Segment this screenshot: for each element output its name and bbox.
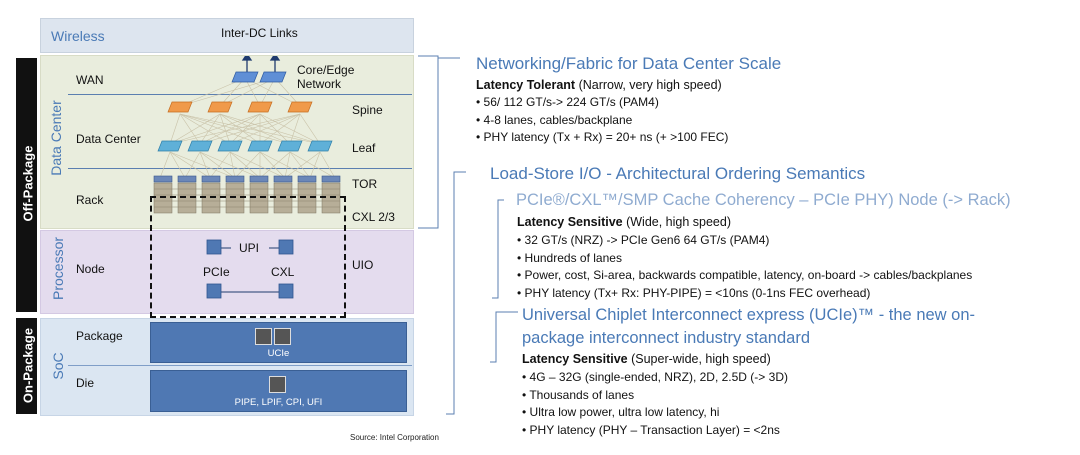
processor-band bbox=[40, 230, 414, 314]
tor-switches bbox=[153, 175, 341, 183]
uplink-arrows bbox=[241, 56, 281, 72]
soc-band-label: SoC bbox=[50, 352, 66, 380]
load-store-title: Load-Store I/O - Architectural Ordering … bbox=[490, 164, 866, 183]
section-brackets bbox=[418, 55, 518, 415]
data-center-band-label: Data Center bbox=[48, 100, 64, 176]
ucie-title-line2: package interconnect industry standard bbox=[522, 329, 811, 347]
dc-separator bbox=[68, 168, 412, 169]
chiplet-icon-right bbox=[274, 328, 291, 345]
data-center-label: Data Center bbox=[76, 132, 141, 146]
ucie-bullets: 4G – 32G (single-ended, NRZ), 2D, 2.5D (… bbox=[522, 369, 788, 439]
list-item: Thousands of lanes bbox=[522, 387, 788, 405]
cxl23-label: CXL 2/3 bbox=[352, 210, 395, 224]
list-item: Power, cost, Si-area, backwards compatib… bbox=[517, 267, 973, 285]
network-topology-graphic bbox=[153, 56, 341, 214]
pipe-bar-label: PIPE, LPIF, CPI, UFI bbox=[234, 397, 323, 408]
pcie-cxl-title: PCIe®/CXL™/SMP Cache Coherency – PCIe PH… bbox=[516, 191, 1011, 209]
rack-slots bbox=[154, 188, 340, 208]
list-item: Hundreds of lanes bbox=[517, 250, 972, 268]
package-label: Package bbox=[76, 329, 123, 343]
ucie-latency-bold: Latency Sensitive bbox=[522, 352, 628, 366]
chiplet-icon-left bbox=[255, 328, 272, 345]
list-item: PHY latency (Tx+ Rx: PHY-PIPE) = <10ns (… bbox=[517, 285, 972, 303]
inter-dc-label: Inter-DC Links bbox=[221, 26, 298, 40]
processor-band-label: Processor bbox=[50, 236, 66, 300]
networking-latency-rest: (Narrow, very high speed) bbox=[575, 78, 722, 92]
node-label: Node bbox=[76, 262, 105, 276]
uio-label: UIO bbox=[352, 258, 374, 272]
list-item: 4-8 lanes, cables/backplane bbox=[476, 112, 728, 130]
pcie-latency: Latency Sensitive (Wide, high speed) bbox=[517, 215, 731, 229]
wireless-label: Wireless bbox=[51, 28, 105, 44]
ucie-package-bar: UCIe bbox=[150, 322, 407, 363]
rack-label: Rack bbox=[76, 193, 104, 207]
wan-label: WAN bbox=[76, 73, 104, 87]
list-item: 56/ 112 GT/s-> 224 GT/s (PAM4) bbox=[476, 94, 728, 112]
pipe-die-bar: PIPE, LPIF, CPI, UFI bbox=[150, 370, 407, 412]
pcie-label: PCIe bbox=[203, 265, 230, 279]
tor-label: TOR bbox=[352, 177, 378, 191]
ucie-bar-label: UCIe bbox=[267, 348, 290, 359]
leaf-switches bbox=[157, 140, 333, 152]
node-sockets bbox=[206, 239, 294, 299]
cxl-label: CXL bbox=[271, 265, 295, 279]
ucie-latency: Latency Sensitive (Super-wide, high spee… bbox=[522, 352, 771, 366]
networking-bullets: 56/ 112 GT/s-> 224 GT/s (PAM4) 4-8 lanes… bbox=[476, 94, 729, 147]
server-racks bbox=[153, 182, 341, 214]
die-chip-icon bbox=[269, 376, 286, 393]
pcie-latency-bold: Latency Sensitive bbox=[517, 215, 623, 229]
cxl-dashed-boundary bbox=[150, 196, 346, 318]
list-item: 32 GT/s (NRZ) -> PCIe Gen6 64 GT/s (PAM4… bbox=[517, 232, 972, 250]
ucie-title-line1: Universal Chiplet Interconnect express (… bbox=[522, 306, 976, 324]
list-item: PHY latency (Tx + Rx) = 20+ ns (+ >100 F… bbox=[476, 129, 729, 147]
pcie-latency-rest: (Wide, high speed) bbox=[622, 215, 731, 229]
networking-latency-bold: Latency Tolerant bbox=[476, 78, 576, 92]
on-package-label: On-Package bbox=[20, 327, 36, 404]
leaf-label: Leaf bbox=[352, 141, 376, 155]
soc-separator bbox=[68, 365, 412, 366]
core-switches bbox=[231, 71, 287, 83]
list-item: 4G – 32G (single-ended, NRZ), 2D, 2.5D (… bbox=[522, 369, 788, 387]
wireless-band: Wireless Inter-DC Links bbox=[40, 18, 414, 53]
list-item: Ultra low power, ultra low latency, hi bbox=[522, 404, 788, 422]
off-package-bar: Off-Package bbox=[16, 58, 37, 312]
core-edge-label: Core/Edge Network bbox=[297, 63, 355, 91]
upi-label: UPI bbox=[239, 241, 260, 255]
mesh-lines bbox=[159, 77, 336, 179]
pcie-bullets: 32 GT/s (NRZ) -> PCIe Gen6 64 GT/s (PAM4… bbox=[517, 232, 973, 303]
node-links bbox=[221, 247, 279, 293]
source-caption: Source: Intel Corporation bbox=[350, 433, 439, 442]
spine-switches bbox=[167, 101, 313, 113]
processor-node-graphic bbox=[206, 239, 294, 299]
networking-title: Networking/Fabric for Data Center Scale bbox=[476, 54, 782, 73]
spine-label: Spine bbox=[352, 103, 383, 117]
on-package-bar: On-Package bbox=[16, 318, 37, 414]
off-package-label: Off-Package bbox=[20, 145, 36, 222]
wan-separator bbox=[68, 94, 412, 95]
die-label: Die bbox=[76, 376, 95, 390]
ucie-latency-rest: (Super-wide, high speed) bbox=[627, 352, 771, 366]
list-item: PHY latency (PHY – Transaction Layer) = … bbox=[522, 422, 788, 440]
networking-latency: Latency Tolerant (Narrow, very high spee… bbox=[476, 78, 722, 92]
